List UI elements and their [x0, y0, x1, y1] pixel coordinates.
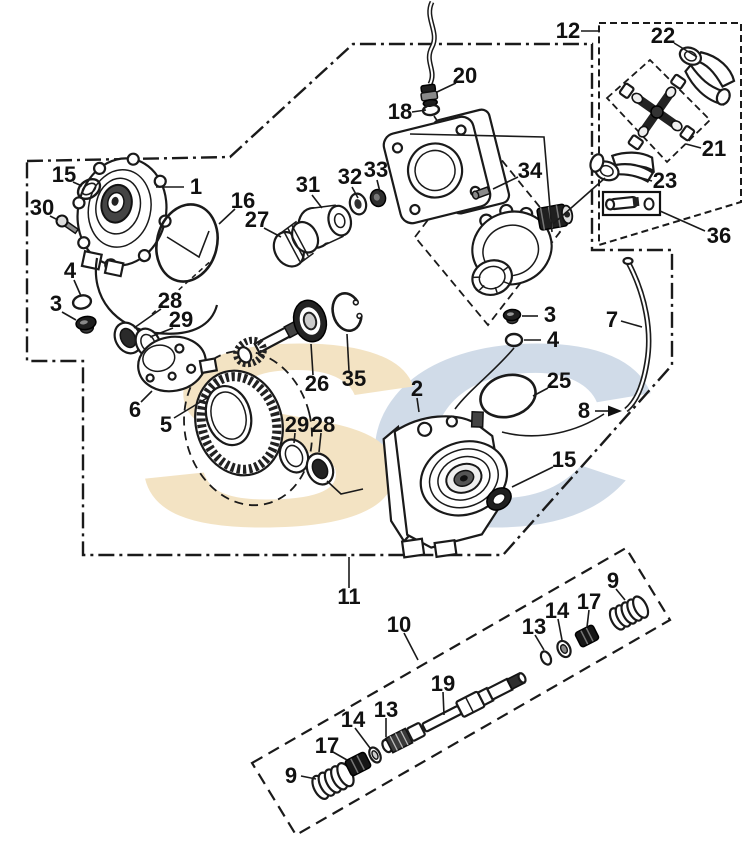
part-label-35: 35: [342, 366, 366, 391]
cross-kit-diamond-border: [605, 58, 712, 164]
part-label-3b: 3: [544, 302, 556, 327]
hose-route-line: [501, 413, 605, 437]
needle-bearing-27: [272, 220, 320, 268]
part-label-21: 21: [702, 136, 726, 161]
hose-clamp-20: [420, 83, 439, 107]
part-label-10: 10: [387, 612, 411, 637]
part-label-36: 36: [707, 223, 731, 248]
part-label-14a: 14: [545, 598, 570, 623]
collar-hook-line: [326, 480, 364, 495]
part-label-34: 34: [518, 158, 543, 183]
breather-hose: [426, 0, 437, 86]
gasket-oring-16: [155, 203, 219, 283]
part-label-14b: 14: [341, 707, 366, 732]
part-label-23: 23: [653, 168, 677, 193]
seal-15-right: [486, 487, 512, 511]
bearing-26: [292, 299, 328, 343]
oring-4-left: [71, 294, 93, 310]
leader-lines: [49, 30, 706, 780]
part-label-27: 27: [245, 207, 269, 232]
plug-link-line: [454, 347, 515, 410]
drive-shaft-19: [384, 671, 527, 754]
final-drive-housing-2: [382, 411, 509, 559]
driveshaft-box-border: [250, 546, 672, 837]
washer-14-upper: [556, 639, 572, 659]
oring-25: [479, 373, 537, 419]
ujoint-cross-21: [618, 73, 696, 151]
yoke-23: [589, 151, 655, 183]
part-label-25: 25: [547, 368, 571, 393]
part-label-9a: 9: [607, 568, 619, 593]
part-label-1: 1: [190, 174, 202, 199]
part-label-4b: 4: [547, 327, 560, 352]
spring-9-upper: [608, 595, 650, 631]
part-label-32: 32: [338, 164, 362, 189]
vent-hose-7: [622, 256, 652, 413]
part-label-30: 30: [30, 195, 54, 220]
part-label-13a: 13: [522, 614, 546, 639]
part-label-19: 19: [431, 671, 455, 696]
part-label-9b: 9: [285, 763, 297, 788]
side-cover-1: [72, 152, 172, 278]
part-label-17b: 17: [315, 733, 339, 758]
part-label-12: 12: [556, 18, 580, 43]
part-label-28a: 28: [158, 288, 182, 313]
part-label-29a: 29: [169, 307, 193, 332]
part-label-15a: 15: [52, 162, 76, 187]
parts-artwork: [55, 0, 736, 800]
part-label-18: 18: [388, 99, 412, 124]
part-label-4a: 4: [64, 258, 77, 283]
part-label-13b: 13: [374, 697, 398, 722]
part-label-2: 2: [411, 376, 423, 401]
part-label-5: 5: [160, 412, 172, 437]
part-label-16: 16: [231, 188, 255, 213]
pointer-lines-16: [166, 230, 210, 259]
part-label-22: 22: [651, 23, 675, 48]
circlip-35: [331, 291, 370, 333]
bolt-30: [55, 214, 80, 235]
collar-28-upper: [113, 321, 143, 355]
retainer-17-upper: [574, 624, 600, 648]
diff-carrier-6: [137, 335, 219, 393]
collar-28-lower: [305, 452, 335, 486]
pin-kit-36: [601, 190, 662, 217]
yoke-22: [678, 46, 736, 106]
oring-13-upper: [539, 650, 553, 666]
ring-gear-5: [194, 369, 284, 477]
part-label-11: 11: [337, 584, 360, 609]
part-label-3a: 3: [50, 291, 62, 316]
part-label-28b: 28: [311, 412, 335, 437]
drain-plug-3-left: [75, 315, 97, 334]
main-assembly-border: [25, 42, 674, 557]
bearing-flange-34: [382, 108, 511, 225]
part-label-15b: 15: [552, 447, 576, 472]
ujoint-box-border: [598, 22, 742, 247]
washer-32: [348, 192, 368, 216]
part-label-29b: 29: [285, 412, 309, 437]
part-label-6: 6: [129, 397, 141, 422]
gear-case-dashed-ellipse: [183, 349, 313, 507]
part-label-7: 7: [606, 307, 618, 332]
nut-33: [369, 188, 387, 208]
part-label-26: 26: [305, 371, 329, 396]
part-label-20: 20: [453, 63, 477, 88]
flange-bolt: [471, 186, 491, 200]
seal-15-left: [76, 178, 102, 200]
part-label-17a: 17: [577, 589, 601, 614]
splined-coupler: [536, 203, 574, 231]
washer-14-lower: [368, 746, 382, 764]
part-label-33: 33: [364, 157, 388, 182]
part-label-31: 31: [296, 172, 320, 197]
part-label-8: 8: [578, 398, 590, 423]
dashed-leader-28: [151, 257, 215, 315]
drain-plug-3-right: [502, 308, 522, 325]
spring-9-lower: [311, 762, 355, 800]
retainer-17-lower: [344, 751, 372, 777]
callout-labels: 12 22 20 18 21 33 32 31 34 23 1 16 15 30…: [30, 18, 731, 788]
oring-4-right: [504, 332, 524, 348]
